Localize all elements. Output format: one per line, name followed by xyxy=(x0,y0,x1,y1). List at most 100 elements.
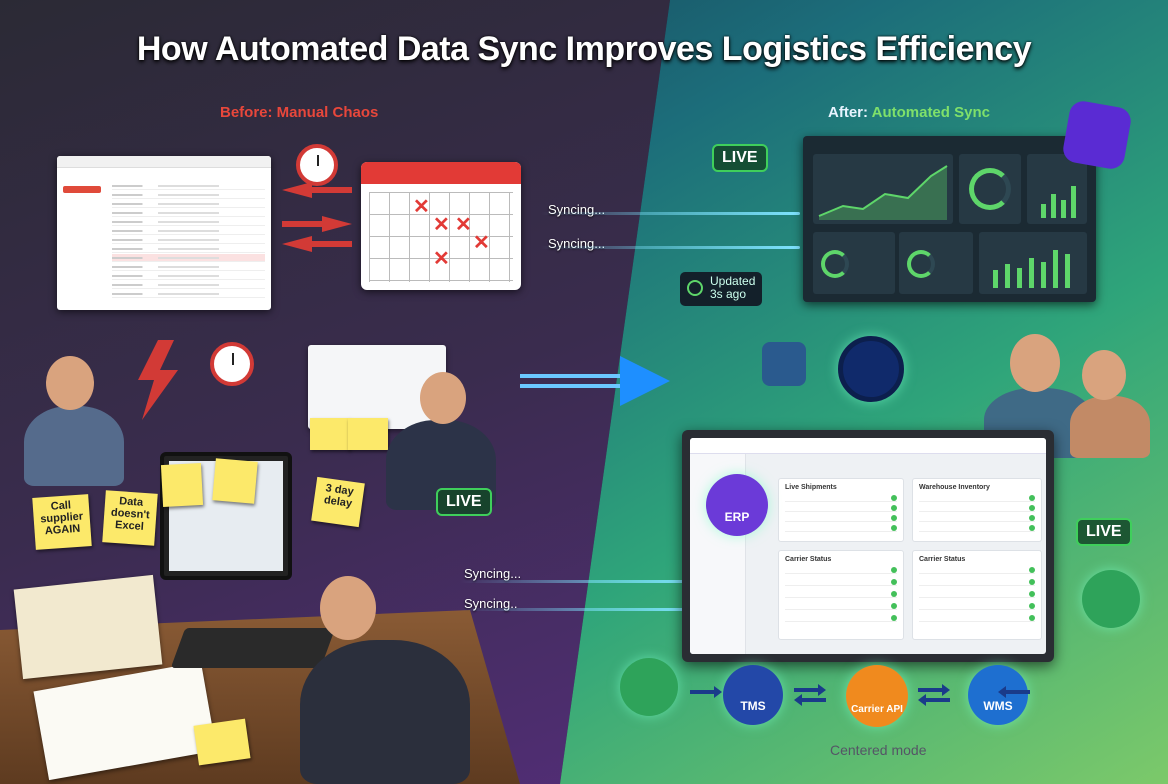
sync-gear-icon xyxy=(838,336,904,402)
data-flow-line xyxy=(460,608,700,611)
sync-ring-panel xyxy=(959,154,1021,224)
sticky-note xyxy=(310,418,350,450)
updated-line1: Updated xyxy=(710,274,756,288)
carrier-api-label: Carrier API xyxy=(851,704,903,715)
frustrated-woman-illustration xyxy=(24,406,124,486)
line-chart-panel xyxy=(813,154,953,224)
email-list xyxy=(112,182,265,299)
sticky-note xyxy=(212,458,258,504)
erp-node: ERP xyxy=(706,474,768,536)
email-row xyxy=(112,281,265,289)
table-row xyxy=(785,615,897,622)
table-row xyxy=(785,603,897,610)
area-chart-icon xyxy=(818,165,948,220)
bar xyxy=(1061,200,1066,218)
status-panel xyxy=(813,232,895,294)
cloud-sync-icon xyxy=(1082,570,1140,628)
syncing-label: Syncing.. xyxy=(464,596,518,611)
carrier-api-node: Carrier API xyxy=(846,665,908,727)
compose-button xyxy=(63,186,101,193)
table-row xyxy=(919,567,1035,574)
cross-mark-icon: ✕ xyxy=(473,232,490,254)
table-row xyxy=(785,515,897,522)
bar xyxy=(1071,186,1076,218)
card-title: Carrier Status xyxy=(919,556,966,563)
computer-monitor xyxy=(160,452,292,580)
carrier-status-card: Carrier Status xyxy=(912,550,1042,640)
sticky-note-call-supplier: Call supplier AGAIN xyxy=(32,494,92,550)
email-row xyxy=(112,191,265,199)
stressed-man-illustration xyxy=(300,640,470,784)
live-badge: LIVE xyxy=(1076,518,1132,546)
table-row xyxy=(919,505,1035,512)
email-row xyxy=(112,218,265,226)
sticky-note xyxy=(160,462,204,508)
page-title: How Automated Data Sync Improves Logisti… xyxy=(136,30,1032,68)
card-title: Carrier Status xyxy=(785,556,832,563)
calendar-grid xyxy=(369,192,513,282)
email-row-highlighted xyxy=(112,254,265,262)
email-row xyxy=(112,236,265,244)
bar xyxy=(1005,264,1010,288)
app-topbar xyxy=(690,438,1046,454)
card-title: Live Shipments xyxy=(785,484,837,491)
bar xyxy=(1041,262,1046,288)
syncing-label: Syncing... xyxy=(464,566,522,581)
table-row xyxy=(919,579,1035,586)
settings-gear-icon xyxy=(1061,99,1133,171)
table-row xyxy=(919,515,1035,522)
transition-arrow-icon xyxy=(520,356,670,406)
calendar-header xyxy=(361,162,521,184)
sticky-note xyxy=(193,718,251,766)
woman-head xyxy=(46,356,94,410)
sticky-note-data-excel: Data doesn't Excel xyxy=(102,490,158,546)
operations-app-window: Live Shipments Warehouse Inventory Carri… xyxy=(682,430,1054,662)
progress-ring xyxy=(907,250,935,278)
happy-woman-illustration xyxy=(1070,396,1150,458)
email-row xyxy=(112,263,265,271)
man-head xyxy=(420,372,466,424)
live-badge: LIVE xyxy=(712,144,768,172)
updated-line2: 3s ago xyxy=(710,287,747,301)
analytics-dashboard xyxy=(803,136,1096,302)
after-label: After: Automated Sync xyxy=(828,104,990,121)
lightning-icon xyxy=(138,340,178,420)
progress-ring xyxy=(821,250,849,278)
bar xyxy=(1051,194,1056,218)
erp-label: ERP xyxy=(724,510,750,524)
live-shipments-card: Live Shipments xyxy=(778,478,904,542)
progress-ring xyxy=(969,168,1011,210)
footer-caption: Centered mode xyxy=(830,742,927,758)
keyboard xyxy=(170,628,336,668)
refresh-icon xyxy=(687,280,703,296)
bar-panel xyxy=(1027,154,1087,224)
woman-head xyxy=(1082,350,1126,400)
before-label: Before: Manual Chaos xyxy=(220,104,379,121)
table-row xyxy=(919,615,1035,622)
bar xyxy=(1065,254,1070,288)
table-row xyxy=(919,495,1035,502)
man-head xyxy=(320,576,376,640)
data-flow-line xyxy=(540,246,800,249)
email-row xyxy=(112,290,265,298)
wms-label: WMS xyxy=(983,699,1013,713)
updated-status: Updated 3s ago xyxy=(680,272,762,306)
bar xyxy=(1017,268,1022,288)
after-label-prefix: After: xyxy=(828,104,872,121)
email-row xyxy=(112,245,265,253)
cross-mark-icon: ✕ xyxy=(433,214,450,236)
calendar-icon: ✕ ✕ ✕ ✕ ✕ xyxy=(361,162,521,290)
tms-label: TMS xyxy=(740,699,766,713)
email-row xyxy=(112,209,265,217)
bar xyxy=(993,270,998,288)
bar-chart-panel xyxy=(979,232,1087,294)
carrier-status-card: Carrier Status xyxy=(778,550,904,640)
live-badge: LIVE xyxy=(436,488,492,516)
table-row xyxy=(919,603,1035,610)
sticky-note xyxy=(348,418,388,450)
after-label-accent: Automated Sync xyxy=(871,104,990,121)
bidirectional-arrows-icon xyxy=(690,684,1030,706)
table-row xyxy=(785,505,897,512)
table-row xyxy=(919,591,1035,598)
email-row xyxy=(112,200,265,208)
